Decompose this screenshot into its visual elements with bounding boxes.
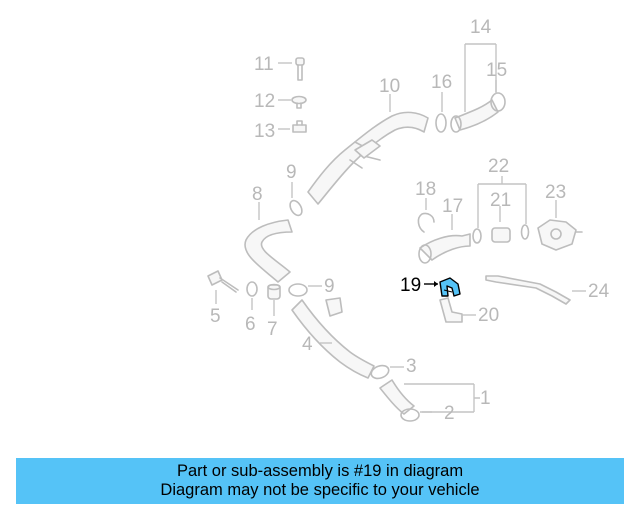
label-12: 12 <box>254 91 275 112</box>
info-banner: Part or sub-assembly is #19 in diagram D… <box>16 458 624 504</box>
part-6-washer <box>246 281 258 297</box>
part-17-hose <box>418 233 471 264</box>
label-21: 21 <box>490 190 511 211</box>
banner-line-2: Diagram may not be specific to your vehi… <box>160 481 480 499</box>
label-22: 22 <box>488 156 509 177</box>
banner-line-1: Part or sub-assembly is #19 in diagram <box>176 462 464 480</box>
part-21-connector <box>491 227 511 243</box>
label-9-upper: 9 <box>286 162 297 183</box>
label-8: 8 <box>252 184 263 205</box>
label-17: 17 <box>442 196 463 217</box>
part-16-clamp <box>435 113 447 133</box>
label-19: 19 <box>400 275 421 296</box>
label-2: 2 <box>444 403 455 424</box>
label-5: 5 <box>210 306 221 327</box>
part-22-clamp-b <box>520 224 530 240</box>
part-19-clip-highlighted[interactable] <box>439 277 461 297</box>
part-8-hose <box>244 219 293 283</box>
part-1-hose <box>379 379 415 415</box>
label-23: 23 <box>545 182 566 203</box>
part-15-ring <box>490 92 506 112</box>
label-24: 24 <box>588 281 610 302</box>
part-18-clamp <box>417 212 435 233</box>
part-12-rivet <box>291 95 307 109</box>
label-9-lower: 9 <box>324 276 335 297</box>
label-20: 20 <box>478 305 499 326</box>
label-10: 10 <box>379 76 400 97</box>
part-20-bracket <box>439 297 463 323</box>
label-18: 18 <box>415 179 436 200</box>
parts-diagram: 14 15 16 10 11 12 13 9 8 9 <box>207 17 610 424</box>
label-4: 4 <box>302 334 313 355</box>
label-6: 6 <box>245 314 256 335</box>
part-4-pipe <box>291 297 375 379</box>
part-5-bolt <box>207 270 239 293</box>
part-11-bolt <box>295 57 305 81</box>
part-14-hose <box>450 99 499 133</box>
part-7-spacer <box>267 283 281 300</box>
label-15: 15 <box>486 60 507 81</box>
part-9-clamp-upper <box>289 199 303 217</box>
part-9-clamp-lower <box>288 283 308 297</box>
part-10-pipe <box>307 111 429 205</box>
part-24-bracket <box>485 275 571 305</box>
label-11: 11 <box>254 54 274 75</box>
part-22-clamp-a <box>472 228 482 244</box>
label-13: 13 <box>254 121 275 142</box>
part-13-clip <box>292 120 307 133</box>
part-2-clamp <box>400 408 420 422</box>
part-3-clamp <box>370 364 390 380</box>
label-7: 7 <box>267 319 278 340</box>
label-14: 14 <box>470 17 492 38</box>
label-1: 1 <box>480 388 491 409</box>
label-16: 16 <box>431 72 452 93</box>
label-3: 3 <box>406 356 417 377</box>
part-23-housing <box>537 219 583 251</box>
